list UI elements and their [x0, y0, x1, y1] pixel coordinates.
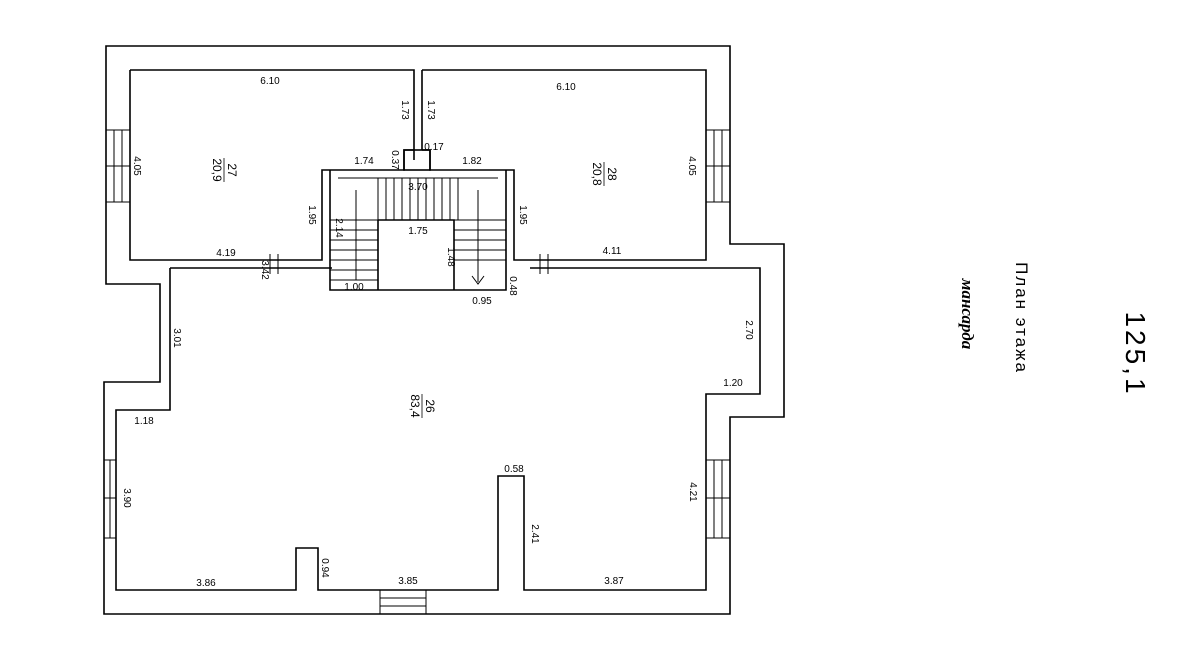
dim-main-right-lower: 4.21	[687, 482, 698, 502]
dim-corr-right: 1.73	[425, 100, 436, 120]
room-left-number: 27	[225, 163, 239, 177]
window-right-room	[705, 129, 731, 203]
window-left-room	[105, 129, 131, 203]
stair-treads-right	[454, 190, 506, 285]
dim-stair-top: 3.70	[408, 182, 428, 193]
main-hall-wall	[115, 267, 761, 591]
room-label-left: 27 20,9	[210, 158, 239, 182]
window-main-right	[705, 459, 731, 539]
room-label-right: 28 20,8	[590, 162, 619, 186]
dim-left-height: 4.05	[131, 156, 142, 176]
chimney-block	[403, 149, 431, 171]
dim-stair-inner-w: 1.75	[408, 226, 428, 237]
dim-main-left-upper: 3.01	[171, 328, 182, 348]
dim-door-left: 3.42	[259, 260, 270, 280]
dim-bottom-mid: 3.85	[398, 576, 418, 587]
plan-subtitle: мансарда	[958, 278, 977, 350]
dim-right-height: 4.05	[686, 156, 697, 176]
dim-main-right-upper: 2.70	[743, 320, 754, 340]
dim-chimney-h: 0.37	[389, 150, 400, 170]
room-label-main: 26 83,4	[408, 394, 437, 418]
dim-stair-right-h: 1.95	[517, 205, 528, 225]
plan-total-area: 125,1	[1120, 311, 1151, 396]
dim-stair-flight-h: 2.14	[333, 218, 344, 238]
dim-top-right: 6.10	[556, 82, 576, 93]
stair-treads-left	[330, 190, 378, 281]
dim-left-bottom: 4.19	[216, 248, 236, 259]
dim-stair-gap-h: 0.48	[507, 276, 518, 296]
plan-title: План этажа	[1012, 262, 1031, 374]
dim-bottom-right: 3.87	[604, 576, 624, 587]
dim-stair-inner-h: 1.48	[445, 247, 456, 267]
dim-niche-h: 0.94	[319, 558, 330, 578]
dim-pillar-w: 0.58	[504, 464, 524, 475]
dim-stair-gap-w: 0.95	[472, 296, 492, 307]
dim-stair-left: 1.74	[354, 156, 374, 167]
room-main-area: 83,4	[408, 394, 422, 418]
dim-main-left-step: 1.18	[134, 416, 154, 427]
room-right-area: 20,8	[590, 162, 604, 186]
room-left-area: 20,9	[210, 158, 224, 182]
dim-pillar-h: 2.41	[529, 524, 540, 544]
window-bottom	[379, 589, 427, 615]
dim-stair-bottom: 1.00	[344, 282, 364, 293]
dim-right-bottom: 4.11	[603, 246, 622, 257]
dim-top-left: 6.10	[260, 76, 280, 87]
dim-main-right-step: 1.20	[723, 378, 743, 389]
window-main-left	[103, 459, 117, 539]
dim-chimney-w: 0.17	[424, 142, 444, 153]
outer-wall	[103, 45, 785, 615]
dim-stair-left-h: 1.95	[306, 205, 317, 225]
dim-stair-right: 1.82	[462, 156, 482, 167]
stair-treads-top	[338, 177, 498, 220]
room-right-number: 28	[605, 167, 619, 181]
dim-bottom-left: 3.86	[196, 578, 216, 589]
door-marks	[269, 254, 549, 274]
dim-corr-left: 1.73	[399, 100, 410, 120]
room-main-number: 26	[423, 399, 437, 413]
dim-main-left-lower: 3.90	[121, 488, 132, 508]
